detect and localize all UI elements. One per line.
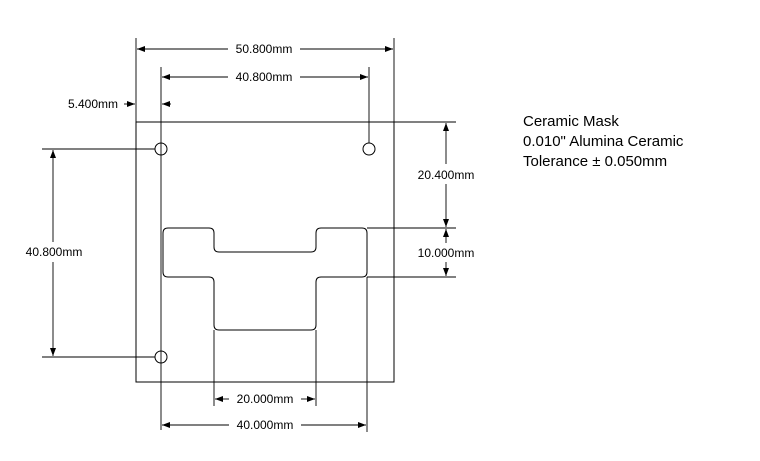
note-title: Ceramic Mask <box>523 113 619 130</box>
dim-slot-width: 40.000mm <box>237 418 294 432</box>
dim-lower-width: 20.000mm <box>237 392 294 406</box>
note-material: 0.010" Alumina Ceramic <box>523 133 684 150</box>
dim-hole-offset-x: 5.400mm <box>68 97 118 111</box>
note-tolerance: Tolerance ± 0.050mm <box>523 153 668 170</box>
mask-cutout <box>162 227 368 331</box>
plate-outline <box>135 121 395 383</box>
part-notes: Ceramic Mask 0.010" Alumina Ceramic Tole… <box>523 112 683 172</box>
dim-hole-spacing-y: 40.800mm <box>26 245 83 259</box>
dim-slot-height: 10.000mm <box>418 246 475 260</box>
dim-overall-width: 50.800mm <box>236 42 293 56</box>
mounting-hole-top-right <box>362 142 376 156</box>
dim-hole-spacing-x: 40.800mm <box>236 70 293 84</box>
dim-top-to-slot: 20.400mm <box>418 168 475 182</box>
